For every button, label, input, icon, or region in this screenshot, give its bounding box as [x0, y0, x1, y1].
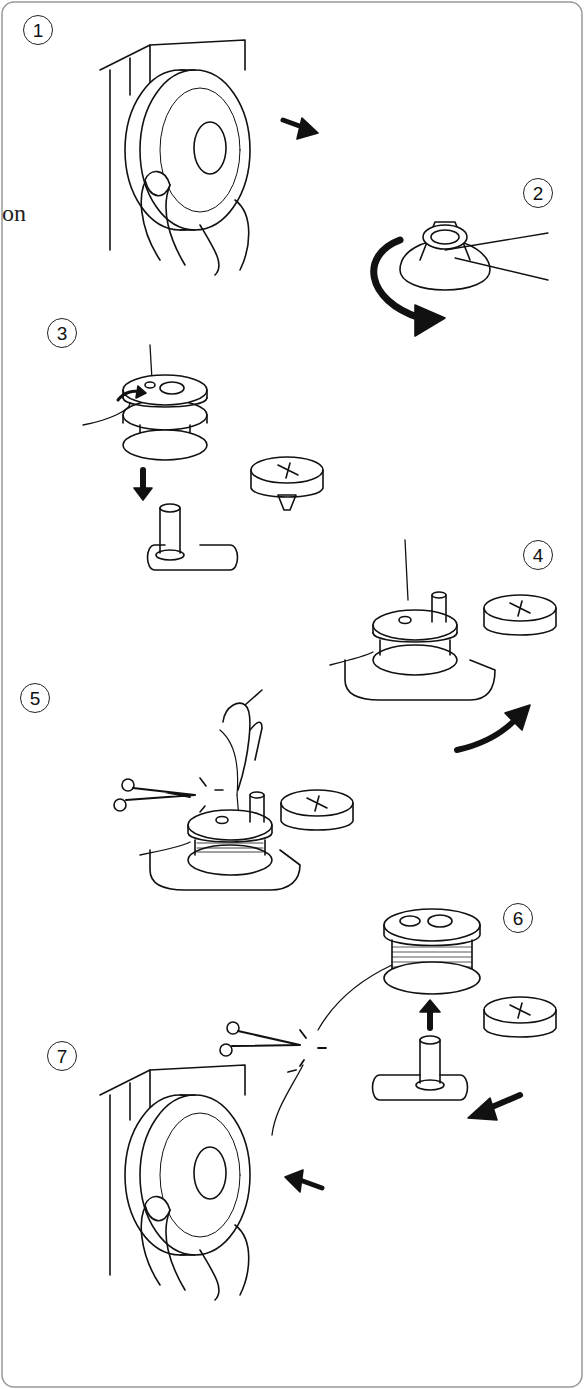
- callout-number: 1: [33, 21, 44, 40]
- callout-number: 3: [57, 324, 68, 343]
- cropped-text: on: [2, 200, 26, 227]
- callout-number: 2: [533, 184, 544, 203]
- step-number-circle: 2: [523, 178, 553, 208]
- step-number-circle: 5: [20, 683, 50, 713]
- callout-number: 5: [30, 689, 41, 708]
- callout-number: 4: [533, 546, 544, 565]
- step-number-circle: 3: [47, 318, 77, 348]
- callout-number: 7: [57, 1047, 68, 1066]
- step-number-circle: 4: [523, 540, 553, 570]
- step-number-circle: 7: [47, 1041, 77, 1071]
- callout-number: 6: [513, 909, 524, 928]
- step-number-circle: 6: [503, 903, 533, 933]
- step-number-circle: 1: [23, 15, 53, 45]
